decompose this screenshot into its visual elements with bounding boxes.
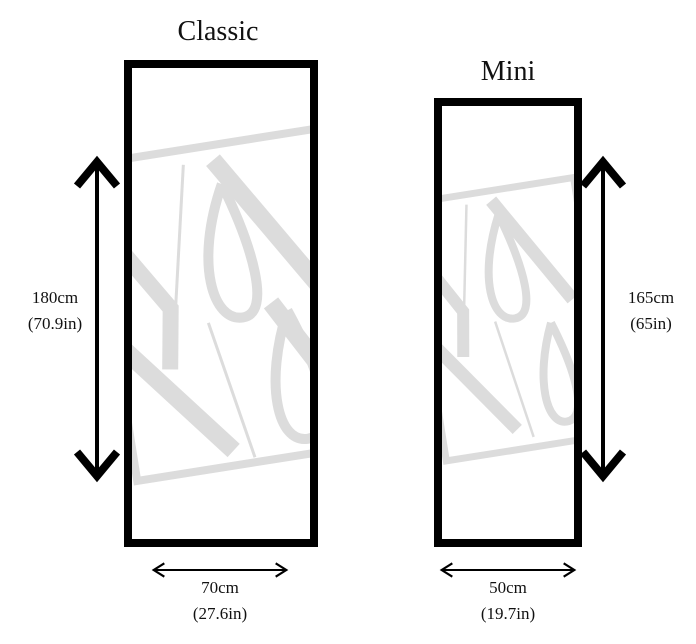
mini-width-in: (19.7in) bbox=[480, 604, 536, 623]
classic-height-label: 180cm (70.9in) bbox=[0, 285, 110, 337]
classic-title: Classic bbox=[177, 16, 259, 47]
classic-width-label: 70cm (27.6in) bbox=[160, 575, 280, 627]
classic-height-cm: 180cm bbox=[31, 288, 79, 307]
mini-height-in: (65in) bbox=[630, 314, 672, 333]
classic-width-cm: 70cm bbox=[201, 578, 239, 597]
mini-height-label: 165cm (65in) bbox=[606, 285, 696, 337]
watermark-logo-mini bbox=[438, 173, 576, 465]
mini-width-cm: 50cm bbox=[489, 578, 527, 597]
classic-width-in: (27.6in) bbox=[192, 604, 248, 623]
mini-height-cm: 165cm bbox=[627, 288, 675, 307]
mini-frame bbox=[434, 98, 582, 547]
mini-width-label: 50cm (19.7in) bbox=[448, 575, 568, 627]
classic-frame bbox=[124, 60, 318, 547]
mini-title: Mini bbox=[480, 56, 536, 87]
classic-height-in: (70.9in) bbox=[27, 314, 83, 333]
watermark-logo-classic bbox=[128, 124, 312, 486]
